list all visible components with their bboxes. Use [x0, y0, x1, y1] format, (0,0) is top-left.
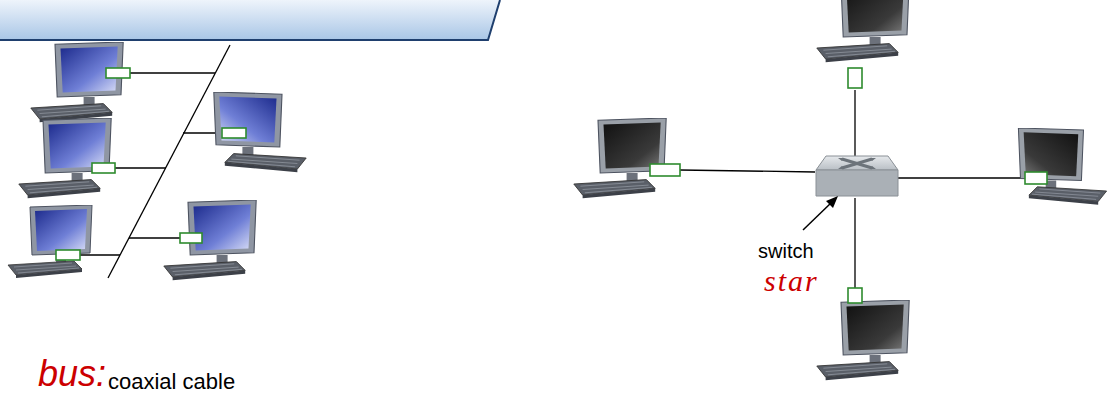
- computer-icons: [574, 0, 1107, 380]
- topology-name: bus:: [38, 356, 106, 392]
- network-cards: [56, 68, 246, 260]
- network-cards: [650, 68, 1047, 303]
- star-links: [680, 90, 1025, 288]
- computer-icons: [8, 42, 306, 280]
- header-bar: [0, 0, 500, 40]
- switch-icon: [816, 156, 898, 196]
- cable-note: coaxial cable: [108, 371, 235, 393]
- leader-arrow: [803, 196, 838, 230]
- device-label: switch: [758, 241, 814, 261]
- topology-name: star: [764, 266, 819, 296]
